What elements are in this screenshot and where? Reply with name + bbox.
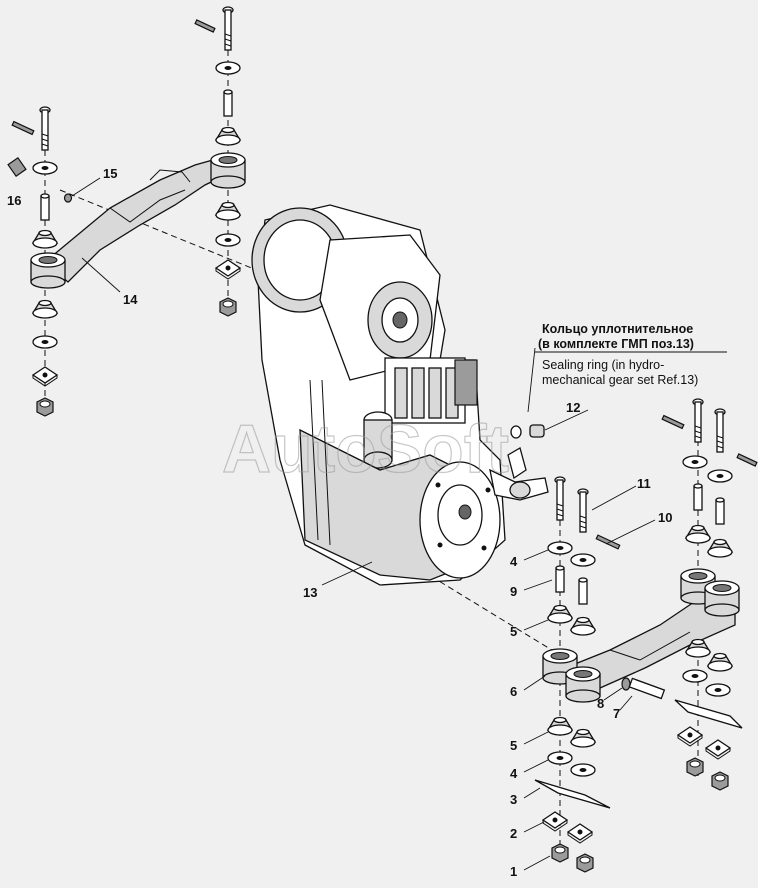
cotter-pin <box>595 534 621 550</box>
rubber-cushion <box>570 728 596 748</box>
mounting-plate <box>32 366 58 387</box>
callout-9: 9 <box>510 584 517 599</box>
mount-nut <box>686 757 704 777</box>
washer-small <box>63 193 73 203</box>
rubber-cushion <box>547 604 573 624</box>
rubber-cushion <box>215 126 241 146</box>
mount-bolt <box>554 476 566 521</box>
pin-bolt <box>7 156 27 178</box>
mount-nut <box>36 397 54 417</box>
mount-bolt <box>577 488 589 533</box>
mounting-plate <box>534 779 611 809</box>
mount-bolt <box>39 106 51 151</box>
rubber-cushion <box>685 524 711 544</box>
callout-16: 16 <box>7 193 21 208</box>
callout-4-lower: 4 <box>510 766 518 781</box>
callout-5-lower: 5 <box>510 738 517 753</box>
upper-mount-column <box>194 6 241 317</box>
washer <box>705 683 731 697</box>
callout-11: 11 <box>637 476 651 491</box>
lower-left-mount-column <box>7 106 73 417</box>
washer <box>215 233 241 247</box>
washer <box>570 553 596 567</box>
mounting-plate <box>567 823 593 844</box>
callout-13: 13 <box>303 585 317 600</box>
right-rear-lower-column <box>674 638 743 791</box>
callout-4-upper: 4 <box>510 554 518 569</box>
rubber-cushion <box>570 616 596 636</box>
callout-labels: 15 16 14 13 12 11 10 4 9 5 6 8 7 5 4 3 2… <box>7 166 672 879</box>
watermark: AutoSoft <box>222 411 509 487</box>
mount-nut <box>219 297 237 317</box>
washer-small <box>621 677 631 691</box>
callout-3: 3 <box>510 792 517 807</box>
spacer-sleeve <box>715 497 725 525</box>
rubber-cushion <box>707 538 733 558</box>
callout-5-upper: 5 <box>510 624 517 639</box>
bracket-bushing <box>210 152 246 189</box>
bracket-bushing <box>565 666 601 703</box>
sealing-ring-note: Кольцо уплотнительное (в комплекте ГМП п… <box>535 322 727 387</box>
washer <box>570 763 596 777</box>
bracket-bushing <box>704 580 740 617</box>
note-en-line-2: mechanical gear set Ref.13) <box>542 373 698 387</box>
rubber-cushion <box>547 716 573 736</box>
mount-nut <box>576 853 594 873</box>
cotter-pin <box>661 414 685 430</box>
mount-nut <box>551 843 569 863</box>
spacer-sleeve <box>40 193 50 221</box>
washer <box>215 61 241 75</box>
rubber-cushion <box>32 299 58 319</box>
mounting-plate <box>215 259 241 280</box>
leader-lines <box>71 177 656 871</box>
callout-7: 7 <box>613 706 620 721</box>
mount-bolt <box>692 398 704 443</box>
callout-6: 6 <box>510 684 517 699</box>
mount-nut <box>711 771 729 791</box>
callout-12: 12 <box>566 400 580 415</box>
washer <box>32 335 58 349</box>
right-lower-mount-column <box>534 716 611 873</box>
callout-1: 1 <box>510 864 517 879</box>
washer <box>707 469 733 483</box>
mounting-plate <box>674 699 743 729</box>
rubber-cushion <box>32 229 58 249</box>
washer <box>547 751 573 765</box>
washer <box>682 669 708 683</box>
right-front-mount-column <box>661 398 758 558</box>
callout-8: 8 <box>597 696 604 711</box>
sealing-ring <box>510 424 545 439</box>
spacer-sleeve <box>578 577 588 605</box>
callout-14: 14 <box>123 292 138 307</box>
hydromechanical-transmission <box>251 204 549 586</box>
callout-15: 15 <box>103 166 117 181</box>
bracket-bushing <box>30 252 66 289</box>
spacer-sleeve <box>693 483 703 511</box>
cotter-pin <box>11 120 35 136</box>
spacer-sleeve <box>223 89 233 117</box>
cotter-pin <box>736 453 758 467</box>
washer <box>682 455 708 469</box>
rubber-cushion <box>707 652 733 672</box>
callout-10: 10 <box>658 510 672 525</box>
mounting-plate <box>705 739 731 760</box>
note-ru-line-2: (в комплекте ГМП поз.13) <box>538 337 694 351</box>
callout-2: 2 <box>510 826 517 841</box>
cotter-pin <box>194 19 216 33</box>
mount-bolt <box>714 408 726 453</box>
note-ru-line-1: Кольцо уплотнительное <box>542 322 693 336</box>
mounting-bracket-left <box>30 152 246 289</box>
rubber-cushion <box>215 201 241 221</box>
mount-bolt <box>222 6 234 51</box>
washer <box>32 161 58 175</box>
note-en-line-1: Sealing ring (in hydro- <box>542 358 664 372</box>
mounting-bracket-right <box>542 568 740 703</box>
pin-bolt <box>628 677 666 700</box>
spacer-sleeve <box>555 565 565 593</box>
mounting-plate <box>542 811 568 832</box>
washer <box>547 541 573 555</box>
